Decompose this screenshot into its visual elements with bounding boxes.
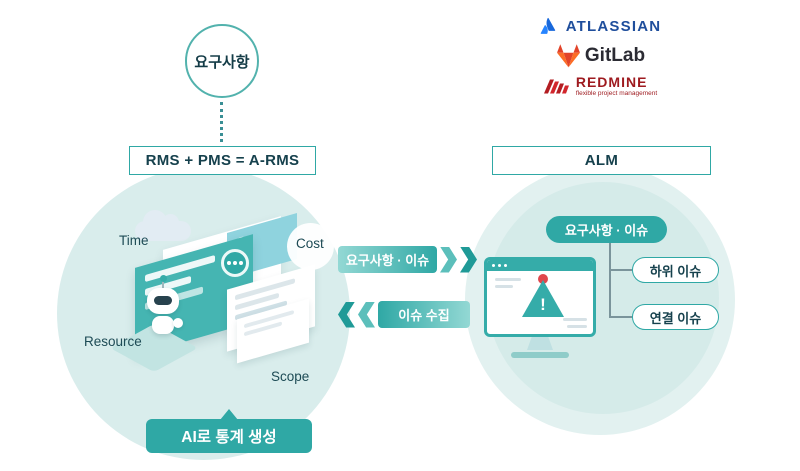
- requirements-issues-pill: 요구사항 · 이슈: [546, 216, 667, 243]
- cost-label: Cost: [296, 236, 324, 251]
- monitor-screen: !: [484, 257, 596, 337]
- issue-collect-arrow: 이슈 수집: [338, 301, 470, 328]
- requirements-issues-arrow-label: 요구사항 · 이슈: [338, 246, 437, 273]
- alm-title: ALM: [584, 152, 619, 169]
- rms-pms-title: RMS + PMS = A-RMS: [145, 152, 300, 169]
- scope-label: Scope: [271, 369, 310, 384]
- gitlab-wordmark: GitLab: [584, 44, 646, 66]
- redmine-logo: REDMINE flexible project management: [543, 74, 658, 98]
- monitor-titlebar: [487, 260, 593, 271]
- robot-icon: [145, 275, 183, 351]
- rms-pms-title-box: RMS + PMS = A-RMS: [129, 146, 316, 175]
- gitlab-icon: [556, 44, 580, 68]
- atlassian-logo: ATLASSIAN: [539, 16, 662, 36]
- ai-stats-badge: AI로 통계 생성: [146, 409, 312, 453]
- requirement-label: 요구사항: [194, 53, 250, 71]
- chevron-right-icon: [440, 246, 457, 273]
- connector-line: [609, 243, 611, 317]
- chevron-left-icon: [338, 301, 355, 328]
- redmine-wordmark: REDMINE: [575, 74, 648, 90]
- warning-triangle-icon: !: [522, 280, 564, 317]
- atlassian-icon: [540, 17, 555, 34]
- atlassian-wordmark: ATLASSIAN: [565, 17, 662, 35]
- alm-title-box: ALM: [492, 146, 711, 175]
- chevron-left-icon: [358, 301, 375, 328]
- resource-label: Resource: [84, 334, 142, 349]
- exclamation-mark: !: [540, 295, 546, 314]
- redmine-caption: flexible project management: [575, 90, 658, 98]
- monitor-stand: [527, 337, 553, 350]
- chat-bubble-icon: [221, 249, 249, 277]
- linked-issue-pill: 연결 이슈: [632, 304, 719, 330]
- monitor-illustration: !: [484, 257, 596, 358]
- gitlab-logo: GitLab: [555, 43, 645, 68]
- connector-line: [609, 269, 632, 271]
- issue-collect-arrow-label: 이슈 수집: [378, 301, 470, 328]
- requirements-issues-arrow: 요구사항 · 이슈: [338, 246, 477, 273]
- cost-label-background: [287, 223, 334, 270]
- sub-issue-pill: 하위 이슈: [632, 257, 719, 283]
- alert-dot-icon: [538, 274, 548, 284]
- time-label: Time: [119, 233, 149, 248]
- dotted-connector: [220, 102, 223, 142]
- cloud-icon: [135, 210, 191, 241]
- ai-stats-badge-label: AI로 통계 생성: [181, 429, 277, 446]
- chevron-right-icon: [460, 246, 477, 273]
- monitor-base: [511, 352, 569, 358]
- dashboard-illustration: [105, 205, 325, 385]
- tool-logos: ATLASSIAN GitLab REDMINE flexible projec…: [505, 16, 695, 98]
- requirement-bubble: 요구사항: [185, 24, 259, 98]
- connector-line: [609, 316, 632, 318]
- redmine-icon: [543, 79, 569, 94]
